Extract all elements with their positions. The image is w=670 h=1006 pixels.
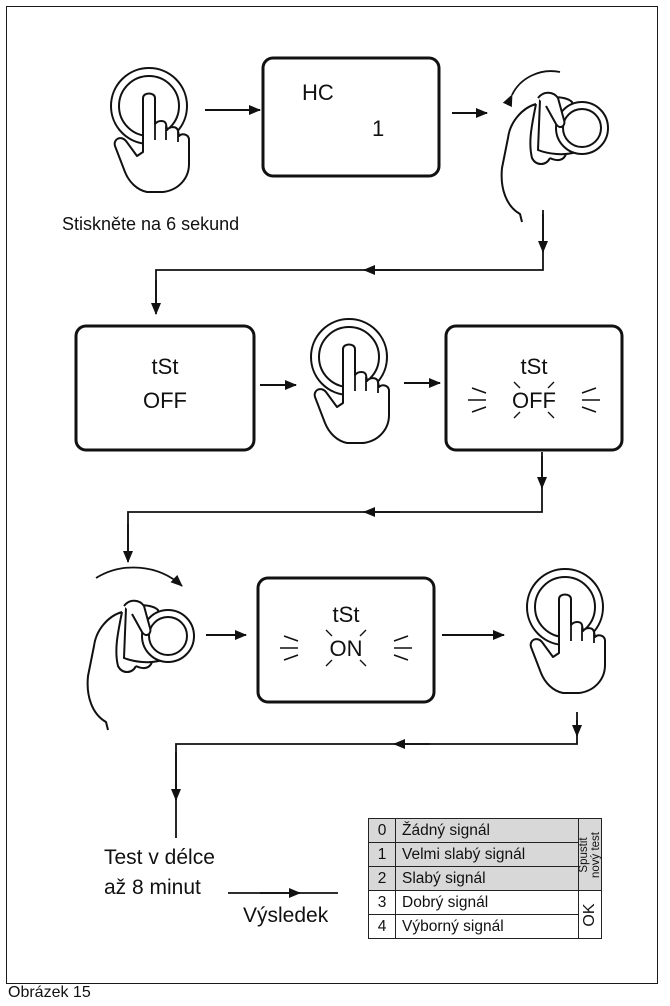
screen-line1: tSt bbox=[521, 354, 548, 379]
signal-value: 2 bbox=[368, 866, 396, 891]
table-row: 1 Velmi slabý signál bbox=[368, 842, 602, 867]
signal-label: Slabý signál bbox=[395, 866, 579, 891]
screen-line2: OFF bbox=[143, 388, 187, 413]
rotate-left-arrow-icon bbox=[502, 70, 561, 108]
table-row: 4 Výborný signál bbox=[368, 914, 602, 939]
button-press-icon bbox=[526, 568, 606, 694]
signal-value: 1 bbox=[368, 842, 396, 867]
screen-line2: OFF bbox=[512, 388, 556, 413]
flow-line bbox=[127, 452, 543, 560]
button-press-icon bbox=[110, 67, 190, 193]
retest-label-line1: Spustit bbox=[578, 836, 590, 873]
result-label: Výsledek bbox=[243, 904, 329, 927]
screen-line1: HC bbox=[302, 80, 334, 105]
button-press-icon bbox=[310, 318, 390, 444]
display-screen-tst-on-blink bbox=[256, 576, 436, 704]
dial-turn-left-icon bbox=[500, 91, 609, 223]
signal-value: 0 bbox=[368, 818, 396, 843]
signal-label: Velmi slabý signál bbox=[395, 842, 579, 867]
figure-caption: Obrázek 15 bbox=[8, 984, 91, 1001]
table-row: 2 Slabý signál bbox=[368, 866, 602, 891]
table-row: 0 Žádný signál Spustit nový test bbox=[368, 818, 602, 891]
signal-label: Výborný signál bbox=[395, 914, 579, 939]
retest-group: Spustit nový test bbox=[578, 818, 602, 891]
signal-value: 3 bbox=[368, 890, 396, 915]
results-table: 0 Žádný signál Spustit nový test 1 Velmi… bbox=[368, 818, 602, 939]
dial-turn-right-icon bbox=[86, 599, 195, 731]
screen-line2: 1 bbox=[372, 116, 384, 141]
retest-label: Spustit nový test bbox=[578, 831, 602, 877]
screen-line2: ON bbox=[330, 636, 363, 661]
table-row: 3 Dobrý signál OK bbox=[368, 890, 602, 939]
test-duration-line1: Test v délce bbox=[104, 846, 215, 869]
display-screen-tst-off-blink bbox=[444, 324, 624, 452]
press-duration-caption: Stiskněte na 6 sekund bbox=[62, 214, 240, 234]
screen-line1: tSt bbox=[152, 354, 179, 379]
test-duration-line2: až 8 minut bbox=[104, 876, 201, 899]
rotate-right-arrow-icon bbox=[95, 566, 183, 587]
display-screen-hc bbox=[261, 56, 441, 178]
ok-label: OK bbox=[581, 902, 598, 927]
retest-label-line2: nový test bbox=[590, 831, 602, 878]
screen-line1: tSt bbox=[333, 602, 360, 627]
signal-label: Dobrý signál bbox=[395, 890, 579, 915]
display-screen-tst-off bbox=[74, 324, 256, 452]
signal-label: Žádný signál bbox=[395, 818, 579, 843]
signal-value: 4 bbox=[368, 914, 396, 939]
ok-group: OK bbox=[578, 890, 602, 939]
figure-frame bbox=[6, 6, 658, 984]
